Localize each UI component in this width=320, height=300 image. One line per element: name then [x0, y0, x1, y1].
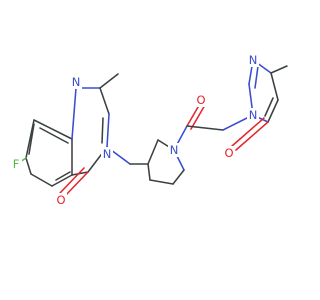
atom-label-layer: F N N O N O N N O [10, 53, 259, 207]
bond-12 [99, 87, 110, 115]
bond-36 [270, 72, 279, 101]
bond-26 [149, 179, 174, 185]
bond-39 [254, 65, 259, 89]
bond-15 [71, 171, 89, 176]
bond-18 [63, 171, 89, 198]
bond-5 [33, 119, 73, 140]
bond-27 [147, 163, 151, 181]
bond-37 [267, 99, 279, 123]
bond-16 [101, 117, 104, 144]
bond-0 [25, 119, 35, 159]
atom-label-o-pyrimidinone: O [224, 146, 233, 160]
bond-3 [51, 174, 73, 187]
bond-22 [147, 139, 159, 165]
atom-label-o1: O [56, 193, 65, 207]
bond-layer [19, 59, 288, 198]
bond-19 [59, 167, 85, 194]
bond-31 [186, 125, 224, 131]
bond-42 [235, 121, 269, 151]
bond-25 [172, 169, 185, 185]
bond-43 [231, 117, 265, 147]
atom-label-n-pyrimidine-1: N [249, 108, 258, 122]
bond-30 [190, 104, 206, 130]
atom-label-n-piperidine: N [170, 143, 179, 157]
bond-17 [99, 73, 119, 89]
atom-label-f1: F [13, 157, 20, 171]
bond-40 [264, 97, 274, 117]
bond-6 [28, 123, 35, 155]
bond-2 [30, 173, 53, 187]
bond-1 [25, 157, 32, 175]
atom-label-n-pyrimidine-3: N [249, 53, 258, 67]
atom-label-n1: N [72, 75, 81, 89]
molecule-structure: F N N O N O N N O [10, 53, 288, 207]
bond-13 [106, 113, 110, 148]
bond-10 [71, 87, 77, 140]
atom-label-n3: N [103, 147, 112, 161]
bond-7 [55, 171, 71, 181]
bond-41 [270, 65, 288, 74]
atom-label-o-amide: O [196, 93, 205, 107]
bond-8 [39, 127, 69, 144]
